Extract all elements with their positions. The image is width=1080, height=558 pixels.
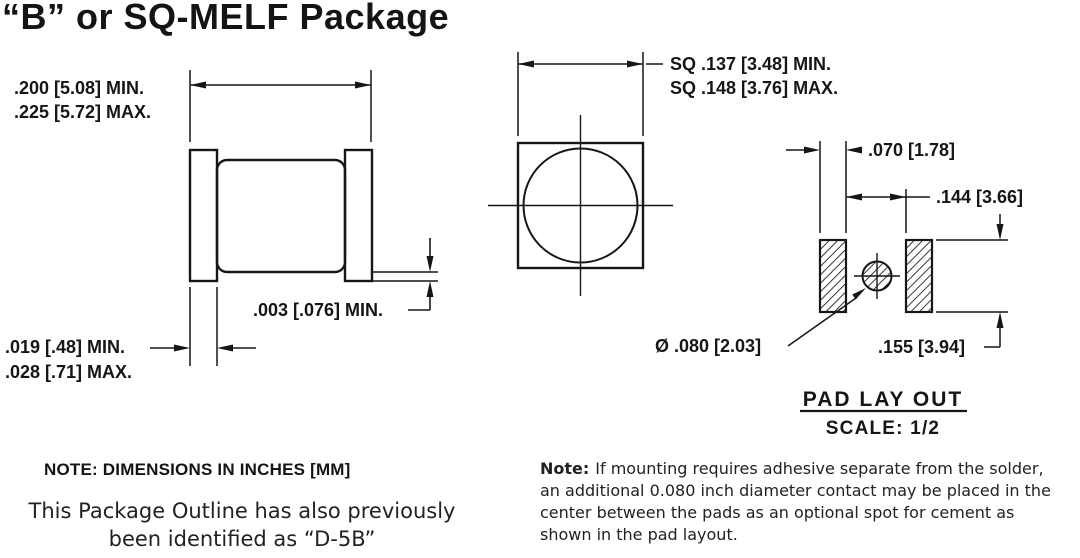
pad-right <box>904 238 934 314</box>
cap-width-dimension <box>150 287 256 366</box>
mounting-note-line4: shown in the pad layout. <box>540 525 738 544</box>
pad-layout-scale: SCALE: 1/2 <box>826 418 940 439</box>
end-cap-left <box>188 148 219 283</box>
standoff-dimension <box>372 238 438 311</box>
dim-square-max: SQ .148 [3.76] MAX. <box>670 78 838 98</box>
dim-length-min: .200 [5.08] MIN. <box>14 78 144 98</box>
dim-center-contact-dia: Ø .080 [2.03] <box>655 336 761 356</box>
pad-left <box>818 238 848 314</box>
pad-layout-drawing: .070 [1.78] .144 [3.66] Ø .080 [2.03] .1… <box>655 140 1023 439</box>
end-cap-right <box>343 148 374 283</box>
end-view-drawing: SQ .137 [3.48] MIN. SQ .148 [3.76] MAX. <box>488 52 838 296</box>
square-dimension <box>517 52 663 136</box>
dim-cap-width-max: .028 [.71] MAX. <box>5 362 132 382</box>
dim-square-min: SQ .137 [3.48] MIN. <box>670 54 831 74</box>
side-view-drawing: .200 [5.08] MIN. .225 [5.72] MAX. .003 [… <box>5 70 438 382</box>
dim-pad-height: .155 [3.94] <box>878 337 965 357</box>
dim-standoff-min: .003 [.076] MIN. <box>253 300 383 320</box>
mounting-note-line2: an additional 0.080 inch diameter contac… <box>540 481 1051 500</box>
dim-pad-width: .070 [1.78] <box>868 140 955 160</box>
package-alias-note: This Package Outline has also previously… <box>8 497 476 553</box>
mounting-note-label: Note: <box>540 459 590 478</box>
units-note: NOTE: DIMENSIONS IN INCHES [MM] <box>44 460 351 479</box>
pad-gap-dimension <box>846 189 930 233</box>
page-title: “B” or SQ-MELF Package <box>2 0 450 37</box>
dim-pad-gap: .144 [3.66] <box>936 187 1023 207</box>
centerlines <box>488 115 673 296</box>
mounting-note-line3: center between the pads as an optional s… <box>540 503 1015 522</box>
package-alias-note-line1: This Package Outline has also previously <box>28 499 456 523</box>
length-dimension <box>189 70 372 142</box>
dim-length-max: .225 [5.72] MAX. <box>14 102 151 122</box>
pad-layout-caption: PAD LAY OUT <box>803 388 963 411</box>
package-body <box>215 158 347 274</box>
mounting-note: Note:If mounting requires adhesive separ… <box>540 458 1080 546</box>
package-alias-note-line2: been identified as “D-5B” <box>108 527 376 551</box>
pad-height-dimension <box>936 214 1008 348</box>
pad-width-dimension <box>786 141 862 233</box>
center-contact-leader <box>787 288 866 347</box>
mounting-note-line1: Note:If mounting requires adhesive separ… <box>540 459 1044 478</box>
contact-crosshair <box>854 253 900 299</box>
dim-cap-width-min: .019 [.48] MIN. <box>5 337 125 357</box>
